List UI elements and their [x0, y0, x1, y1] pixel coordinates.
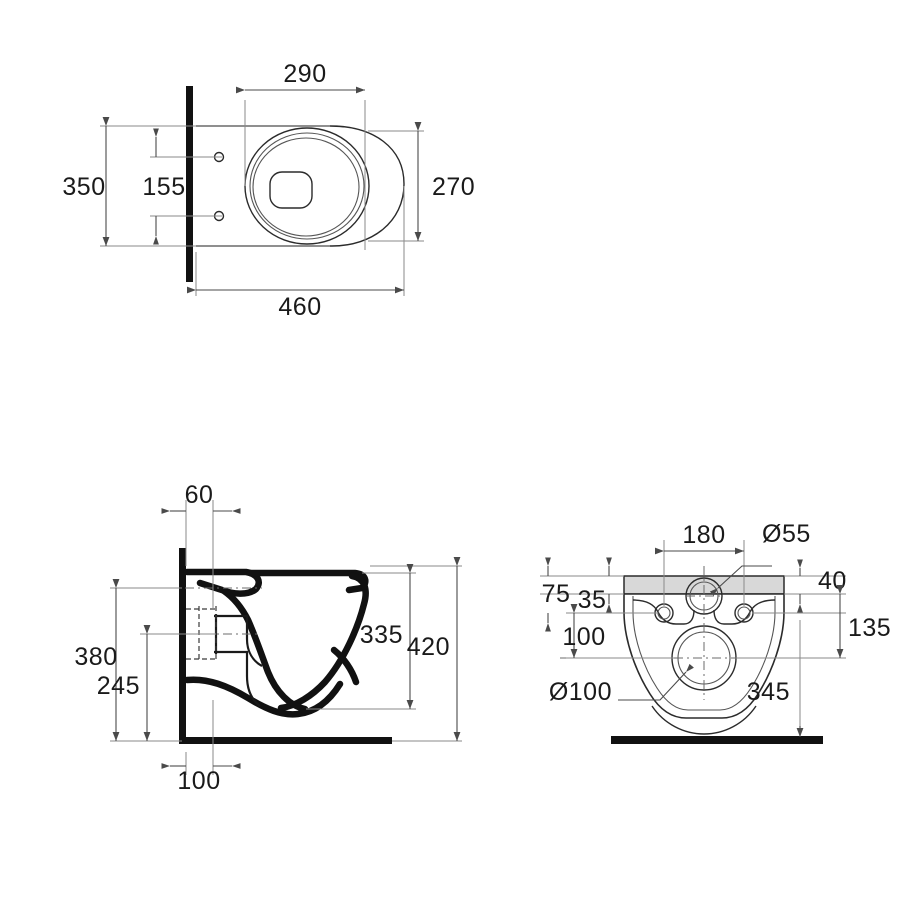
side-dim-245-label: 245 [97, 672, 140, 700]
side-view-trap-lower [214, 650, 261, 707]
rear-label-flush-hole: Ø55 [762, 520, 811, 548]
top-view-rim-inner [249, 132, 365, 240]
side-view-wall-bar [179, 548, 186, 744]
rear-view-group: 180 Ø55 75 35 100 40 135 Ø100 345 [540, 520, 891, 744]
side-view-bowl-inner-right [220, 587, 309, 713]
top-view-drain-aperture [269, 171, 313, 209]
top-dim-290-label: 290 [283, 60, 326, 88]
top-dim-350-label: 350 [62, 173, 105, 201]
top-dim-460-label: 460 [278, 293, 321, 321]
rear-leader-flush-hole [709, 565, 772, 596]
rear-dim-135-label: 135 [848, 614, 891, 642]
rear-view-floor-bar [611, 736, 823, 744]
side-view-trap-upper [214, 614, 263, 667]
top-view-pan-outline [196, 125, 405, 247]
rear-view-bolt-hole-right-inner [737, 606, 751, 620]
top-dim-270-label: 270 [432, 173, 475, 201]
rear-dim-35-label: 35 [578, 586, 607, 614]
side-dim-60-label: 60 [185, 481, 214, 509]
side-view-group: 60 380 245 100 335 420 [74, 481, 462, 795]
top-view-bowl-edge [252, 137, 360, 237]
side-dim-380-label: 380 [74, 643, 117, 671]
side-view-bowl-rib [330, 646, 360, 686]
top-view-group: 350 155 290 270 460 [62, 60, 475, 321]
rear-dim-100-label: 100 [562, 623, 605, 651]
side-dim-420-label: 420 [407, 633, 450, 661]
top-view-wall-bar [186, 86, 193, 282]
side-view-floor-bar [179, 737, 392, 744]
side-view-bowl-bottom [183, 676, 344, 718]
rear-label-outlet-hole: Ø100 [549, 678, 612, 706]
rear-dim-40-label: 40 [818, 567, 847, 595]
rear-dim-180-label: 180 [682, 521, 725, 549]
rear-dim-345-label: 345 [747, 678, 790, 706]
top-dim-155-label: 155 [142, 173, 185, 201]
rear-dim-75-label: 75 [542, 580, 571, 608]
rear-view-inner-contour [632, 596, 776, 711]
side-dim-100-label: 100 [177, 767, 220, 795]
rear-view-bottom-skirt [651, 705, 757, 735]
rear-leader-outlet-hole [618, 663, 694, 701]
side-view-bowl-right [277, 572, 369, 712]
side-dim-335-label: 335 [360, 621, 403, 649]
